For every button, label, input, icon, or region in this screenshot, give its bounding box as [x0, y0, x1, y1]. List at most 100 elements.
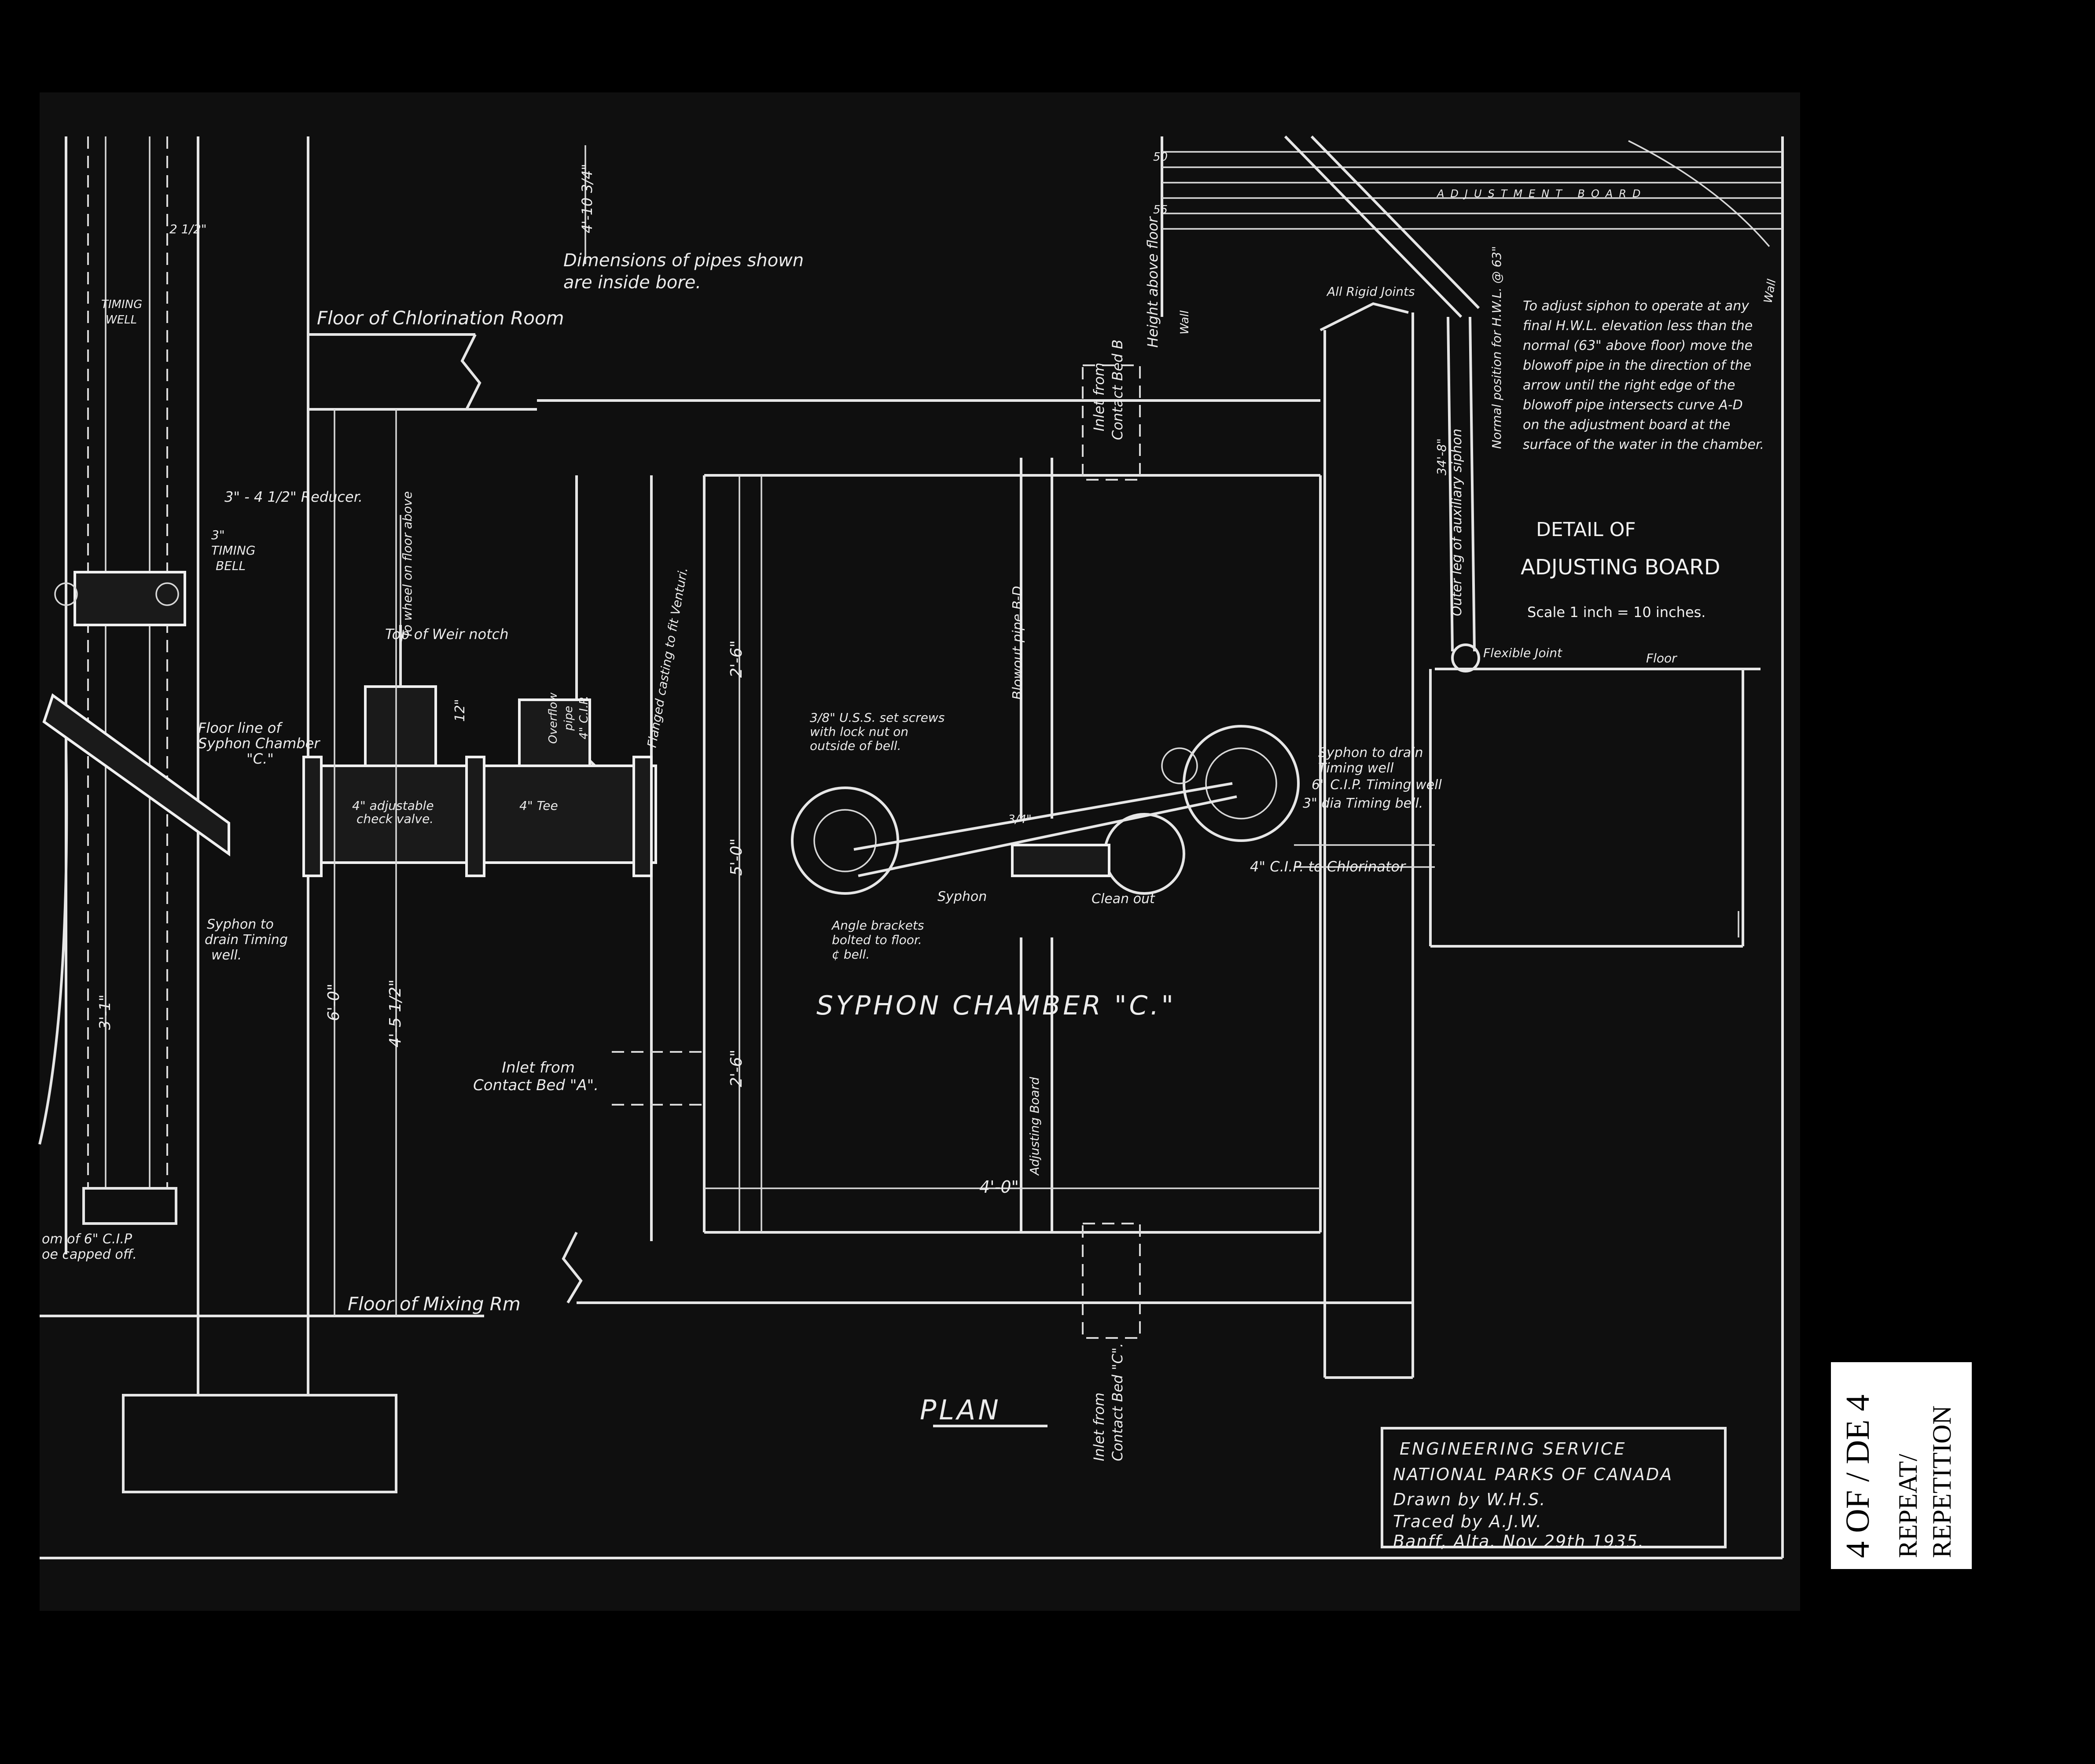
label-floor-line-2: Syphon Chamber: [198, 735, 320, 752]
title-block-line1: ENGINEERING SERVICE: [1400, 1439, 1626, 1459]
label-to-wheel: To wheel on floor above: [400, 491, 415, 638]
note-dims-line1: Dimensions of pipes shown: [563, 250, 804, 271]
label-inlet-c-2: Contact Bed "C".: [1109, 1343, 1126, 1461]
label-tee: 4" Tee: [519, 798, 558, 813]
label-overflow-1: Overflow: [547, 692, 560, 744]
instruction-line-3: normal (63" above floor) move the: [1523, 338, 1753, 353]
label-floor-chlorination: Floor of Chlorination Room: [317, 307, 564, 329]
label-syphon-drain-3: well.: [211, 948, 242, 963]
detail-title-1: DETAIL OF: [1536, 518, 1636, 541]
stamp-line2: REPEAT/: [1893, 1454, 1922, 1558]
label-cip-timing: 6" C.I.P. Timing well: [1312, 777, 1442, 793]
label-syphon: Syphon: [937, 889, 987, 904]
detail-title-2: ADJUSTING BOARD: [1521, 555, 1720, 580]
label-capped-2: oe capped off.: [42, 1247, 137, 1262]
label-wall-left: Wall: [1178, 310, 1191, 334]
label-inlet-b-1: Inlet from: [1091, 363, 1107, 431]
label-brackets-2: bolted to floor.: [832, 933, 922, 947]
label-timing-bell-2: TIMING: [211, 543, 255, 558]
label-check-valve-2: check valve.: [357, 812, 434, 826]
dim-2-half: 2 1/2": [169, 222, 207, 236]
label-tick-50: 50: [1153, 151, 1168, 164]
title-block-line4: Traced by A.J.W.: [1393, 1512, 1542, 1531]
label-syphon-drain-1: Syphon to: [207, 917, 274, 932]
label-dia-timing: 3" dia Timing bell.: [1303, 796, 1423, 811]
instruction-line-6: blowoff pipe intersects curve A-D: [1523, 397, 1743, 413]
label-timing-bell-1: 3": [211, 528, 225, 542]
label-overflow-3: 4" C.I.P.: [577, 696, 591, 739]
label-syphon-drain-right-2: Timing well: [1318, 761, 1394, 776]
dim-6-0: 6'-0": [325, 984, 343, 1021]
syphon-assembly: [791, 458, 1435, 1232]
label-floor-line-1: Floor line of: [198, 720, 283, 736]
dim-4-10: 4'-10 3/4": [579, 164, 595, 233]
label-inlet-a-1: Inlet from: [502, 1059, 575, 1077]
label-inlet-c-1: Inlet from: [1091, 1393, 1107, 1461]
dim-12: 12": [452, 699, 468, 722]
label-tick-55: 55: [1153, 203, 1168, 217]
note-dims-line2: are inside bore.: [563, 272, 701, 293]
title-block-line2: NATIONAL PARKS OF CANADA: [1393, 1465, 1673, 1484]
label-inlet-a-2: Contact Bed "A".: [473, 1077, 599, 1094]
dim-4-5: 4'-5 1/2": [386, 979, 404, 1047]
repeat-stamp: 4 OF / DE 4 REPEAT/ REPETITION: [1831, 1362, 1972, 1569]
label-flexible: Flexible Joint: [1483, 646, 1562, 660]
adjusting-board-detail: [1161, 135, 1783, 948]
dim-3-1: 3'-1": [96, 994, 114, 1030]
dim-34-8: 34'-8": [1434, 438, 1449, 475]
label-outer-leg: Outer leg of auxiliary siphon: [1449, 429, 1465, 616]
detail-scale: Scale 1 inch = 10 inches.: [1527, 604, 1705, 621]
inlet-pipes: [612, 364, 1141, 1339]
label-brackets-1: Angle brackets: [831, 918, 924, 933]
label-timing-well-1: TIMING: [101, 298, 142, 311]
label-height-floor: Height above floor: [1144, 216, 1161, 348]
dim-5-0: 5'-0": [728, 838, 746, 876]
stamp-line1: 4 OF / DE 4: [1839, 1394, 1876, 1558]
label-capped-1: om of 6" C.I.P: [42, 1231, 132, 1247]
instruction-line-5: arrow until the right edge of the: [1523, 378, 1735, 393]
instruction-line-4: blowoff pipe in the direction of the: [1523, 358, 1751, 373]
label-timing-well-2: WELL: [106, 313, 137, 327]
title-block-line5: Banff, Alta. Nov 29th 1935.: [1393, 1532, 1644, 1551]
title-block-frame: [1381, 1427, 1727, 1548]
timing-well-section: [38, 136, 230, 1386]
label-brackets-3: ¢ bell.: [832, 947, 870, 962]
instruction-line-2: final H.W.L. elevation less than the: [1523, 318, 1753, 334]
dim-4-0: 4'-0": [979, 1177, 1019, 1197]
label-syphon-drain-2: drain Timing: [205, 932, 288, 948]
dim-2-6-bot: 2'-6": [728, 1050, 746, 1087]
plan-title: PLAN: [920, 1394, 1001, 1426]
title-block-line3: Drawn by W.H.S.: [1393, 1490, 1546, 1509]
label-syphon-drain-right-1: Syphon to drain: [1318, 745, 1423, 761]
label-clean-out: Clean out: [1092, 891, 1155, 907]
instruction-line-1: To adjust siphon to operate at any: [1523, 298, 1750, 314]
instruction-line-7: on the adjustment board at the: [1523, 417, 1730, 433]
label-screws-2: with lock nut on: [810, 724, 908, 739]
title-block: ENGINEERING SERVICE NATIONAL PARKS OF CA…: [1393, 1439, 1673, 1551]
label-overflow-2: pipe: [562, 706, 575, 731]
dim-3-4: 3/4": [1008, 813, 1032, 826]
label-all-rigid: All Rigid Joints: [1326, 284, 1415, 299]
label-timing-bell-3: BELL: [216, 559, 246, 573]
label-chlorinator: 4" C.I.P. to Chlorinator: [1250, 858, 1406, 875]
label-weir-notch: Top of Weir notch: [385, 626, 509, 643]
dimension-lines: [334, 145, 1320, 1316]
chamber-title: SYPHON CHAMBER "C.": [816, 990, 1176, 1021]
adjustment-instructions: To adjust siphon to operate at any final…: [1523, 298, 1764, 452]
stamp-line3: REPETITION: [1927, 1405, 1956, 1558]
label-screws-1: 3/8" U.S.S. set screws: [810, 710, 945, 725]
main-pipe: [302, 515, 657, 877]
label-adj-board: ADJUSTMENT BOARD: [1436, 187, 1647, 200]
label-floor-line-3: "C.": [246, 750, 274, 767]
label-inlet-b-2: Contact Bed B: [1109, 339, 1126, 440]
instruction-line-8: surface of the water in the chamber.: [1523, 437, 1764, 452]
label-screws-3: outside of bell.: [810, 739, 901, 753]
dim-2-6-top: 2'-6": [728, 640, 746, 678]
label-floor-mixing: Floor of Mixing Rm: [348, 1293, 521, 1315]
label-adjusting-board: Adjusting Board: [1027, 1077, 1042, 1176]
label-blowout: Blowout pipe B-D: [1010, 586, 1025, 700]
label-floor-short: Floor: [1646, 651, 1677, 665]
label-reducer: 3" - 4 1/2" Reducer.: [224, 489, 363, 505]
label-normal-position: Normal position for H.W.L. @ 63": [1489, 246, 1504, 449]
